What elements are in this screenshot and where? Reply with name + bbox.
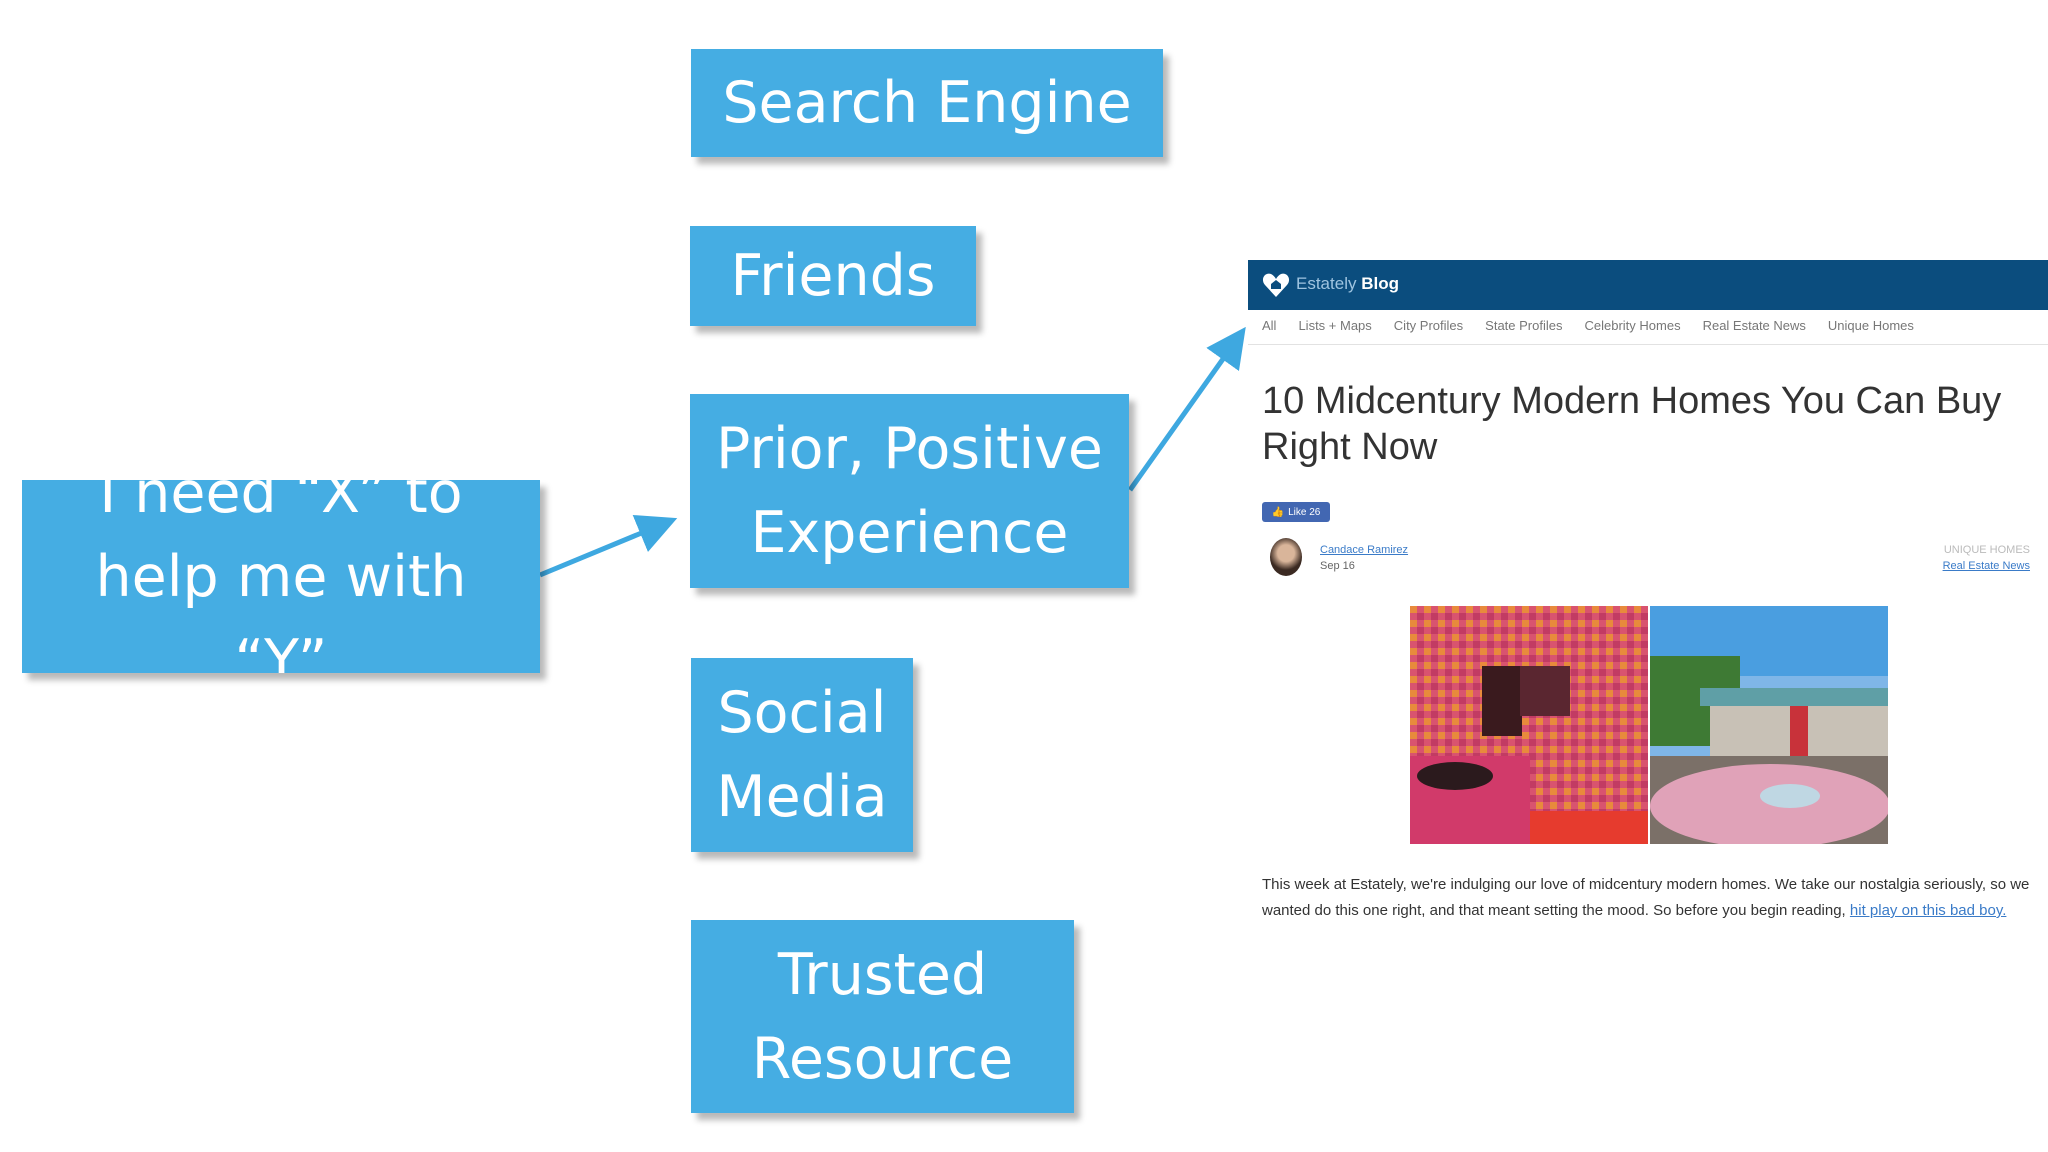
friends-box: Friends [690,226,976,326]
heart-logo-icon [1262,273,1290,297]
like-label: Like 26 [1288,506,1321,518]
article-body: This week at Estately, we're indulging o… [1262,872,2042,924]
arrow-prior-to-blog [1127,326,1246,492]
category-unique-homes[interactable]: UNIQUE HOMES [1943,544,2030,556]
prior-positive-experience-box: Prior, Positive Experience [690,394,1129,588]
nav-item-real-estate-news[interactable]: Real Estate News [1702,318,1806,333]
brand-blog-label: Blog [1361,274,1399,293]
category-real-estate-news[interactable]: Real Estate News [1942,560,2030,572]
blog-brand[interactable]: Estately Blog [1296,274,1399,294]
nav-item-celebrity-homes[interactable]: Celebrity Homes [1584,318,1681,333]
blog-nav: All Lists + Maps City Profiles State Pro… [1262,318,1914,338]
post-date: Sep 16 [1320,560,1355,572]
play-link[interactable]: hit play on this bad boy. [1849,902,2007,919]
article-hero-image [1410,606,1888,844]
nav-item-state-profiles[interactable]: State Profiles [1485,318,1563,333]
article-title: 10 Midcentury Modern Homes You Can Buy R… [1262,380,2002,468]
nav-item-lists-maps[interactable]: Lists + Maps [1298,318,1372,333]
author-link[interactable]: Candace Ramirez [1320,544,1409,556]
author-avatar[interactable] [1270,538,1302,576]
nav-item-unique-homes[interactable]: Unique Homes [1827,318,1914,333]
blog-screenshot: Estately Blog All Lists + Maps City Prof… [1248,260,2048,980]
arrow-need-to-prior [539,514,678,578]
search-engine-box: Search Engine [691,49,1163,157]
article-body-text: This week at Estately, we're indulging o… [1262,876,2030,919]
facebook-like-button[interactable]: 👍 Like 26 [1262,502,1330,522]
social-media-box: Social Media [691,658,913,852]
nav-item-all[interactable]: All [1262,318,1277,333]
nav-item-city-profiles[interactable]: City Profiles [1393,318,1464,333]
need-x-help-y-box: I need “X” to help me with “Y” [22,480,540,673]
trusted-resource-box: Trusted Resource [691,920,1074,1113]
nav-divider [1248,344,2048,345]
brand-name: Estately [1296,274,1357,293]
blog-header-bar: Estately Blog [1248,260,2048,310]
thumbs-up-icon: 👍 [1271,506,1285,518]
